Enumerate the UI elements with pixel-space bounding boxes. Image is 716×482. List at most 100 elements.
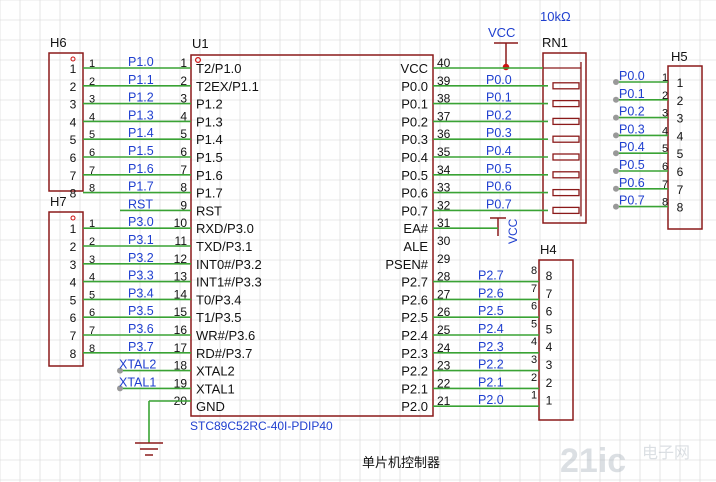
- header-pin-tag: 5: [89, 289, 95, 301]
- h5-wire-endpoint: [613, 96, 619, 103]
- watermark-site: 电子网: [642, 444, 690, 462]
- h6-designator: H6: [50, 35, 67, 50]
- u1-pin-name: P0.0: [401, 79, 428, 94]
- h4-pin-tag: 4: [531, 336, 537, 348]
- net-label: P0.0: [619, 69, 645, 83]
- u1-pin-name: P1.2: [196, 97, 223, 112]
- u1-pin-number: 19: [174, 376, 188, 390]
- u1-pin-number: 38: [437, 92, 451, 106]
- net-label: P2.6: [478, 286, 504, 300]
- net-label: P1.6: [128, 162, 154, 176]
- h5-pin-tag: 2: [662, 90, 668, 102]
- u1-pin-name: P2.1: [401, 381, 428, 396]
- h5-pin-number: 8: [677, 201, 684, 215]
- u1-pin-name: GND: [196, 399, 225, 414]
- u1-pin-number: 35: [437, 145, 451, 159]
- rn1-resistor: [552, 188, 580, 197]
- u1-pin-name: RD#/P3.7: [196, 346, 252, 361]
- u1-pin-name: P1.7: [196, 186, 223, 201]
- net-label: P1.3: [128, 108, 154, 122]
- h7-pin1-marker: [70, 215, 76, 221]
- u1-pin-name: P0.3: [401, 132, 428, 147]
- u1-pin-name: P1.4: [196, 132, 223, 147]
- u1-part-number: STC89C52RC-40I-PDIP40: [190, 419, 333, 433]
- u1-pin-number: 15: [174, 305, 188, 319]
- rn1-resistor: [552, 82, 580, 90]
- u1-pin-number: 21: [437, 394, 451, 408]
- u1-pin-name: INT1#/P3.3: [196, 275, 262, 290]
- net-label: P0.3: [619, 122, 645, 136]
- u1-pin-name: RST: [196, 203, 222, 218]
- net-label: P0.4: [486, 144, 512, 158]
- u1-pin-name: P2.5: [401, 310, 428, 325]
- net-label: P0.5: [486, 162, 512, 176]
- net-label: P3.5: [128, 304, 154, 318]
- header-pin-number: 2: [70, 80, 77, 94]
- watermark-logo: 21ic: [560, 442, 626, 480]
- net-label: P0.0: [486, 73, 512, 87]
- h5-wire-endpoint: [613, 79, 619, 85]
- vcc-junction-dot: [502, 63, 510, 71]
- rn1-resistor-network[interactable]: RN1 10kΩ: [540, 9, 587, 224]
- header-pin-tag: 2: [89, 76, 95, 88]
- net-label: P3.4: [128, 286, 154, 300]
- u1-pin-number: 23: [437, 359, 451, 373]
- h4-pin-number: 1: [546, 394, 553, 408]
- net-label: RST: [128, 197, 153, 211]
- header-pin-tag: 7: [89, 325, 95, 337]
- h5-pin-tag: 3: [662, 108, 668, 120]
- u1-designator: U1: [192, 36, 209, 51]
- u1-pin-number: 4: [180, 109, 187, 123]
- u1-pin-name: P2.6: [401, 292, 428, 307]
- ea-vcc-label: VCC: [506, 218, 520, 244]
- u1-pin-number: 27: [437, 287, 451, 301]
- net-label: P0.2: [619, 105, 645, 119]
- h5-wire-endpoint: [613, 168, 619, 174]
- h5-wire-endpoint: [613, 185, 619, 192]
- u1-pin-name: P0.7: [401, 203, 428, 218]
- u1-pin-name: T2/P1.0: [196, 61, 242, 76]
- u1-pin-number: 26: [437, 305, 451, 319]
- u1-pin-number: 18: [174, 359, 188, 373]
- u1-pin-name: XTAL2: [196, 364, 235, 379]
- header-pin-number: 5: [70, 293, 77, 307]
- u1-pin-number: 16: [174, 323, 188, 337]
- header-pin-number: 7: [70, 329, 77, 343]
- net-endpoint-dot: [117, 385, 123, 392]
- u1-pin-name: P2.4: [401, 328, 428, 343]
- h4-pin-number: 7: [546, 287, 553, 301]
- u1-pin-number: 17: [174, 341, 188, 355]
- u1-pin-number: 5: [180, 127, 187, 141]
- net-label: P0.4: [619, 140, 645, 154]
- header-pin-tag: 7: [89, 165, 95, 177]
- h4-pin-tag: 8: [531, 265, 537, 277]
- ea-vcc-tie: VCC: [490, 217, 520, 244]
- u1-pin-name: T2EX/P1.1: [196, 79, 259, 94]
- rn1-resistor: [552, 171, 580, 179]
- u1-right-pins: 40VCC39P0.038P0.137P0.236P0.335P0.434P0.…: [385, 56, 450, 414]
- header-pin-tag: 2: [89, 236, 95, 248]
- net-label: P0.7: [619, 194, 645, 208]
- h5-pin-number: 5: [677, 147, 684, 161]
- header-pin-tag: 5: [89, 129, 95, 141]
- u1-pin-name: PSEN#: [385, 257, 428, 272]
- schematic-title: 单片机控制器: [362, 455, 440, 470]
- u1-pin-number: 11: [175, 234, 188, 248]
- wires-and-labels: P1.0P1.1P1.2P1.3P1.4P1.5P1.6P1.7RSTP3.0P…: [83, 55, 668, 407]
- header-pin-tag: 6: [89, 147, 95, 159]
- header-pin-tag: 3: [89, 94, 95, 106]
- net-label: P0.2: [486, 108, 512, 122]
- u1-pin-name: P1.3: [196, 114, 223, 129]
- net-label: P0.5: [619, 158, 645, 172]
- net-label: P2.4: [478, 322, 504, 336]
- h4-pin-number: 4: [546, 340, 553, 354]
- u1-pin-number: 12: [174, 252, 188, 266]
- h5-pin-number: 3: [677, 112, 684, 126]
- u1-pin-number: 36: [437, 127, 451, 141]
- net-label: P0.1: [619, 87, 645, 101]
